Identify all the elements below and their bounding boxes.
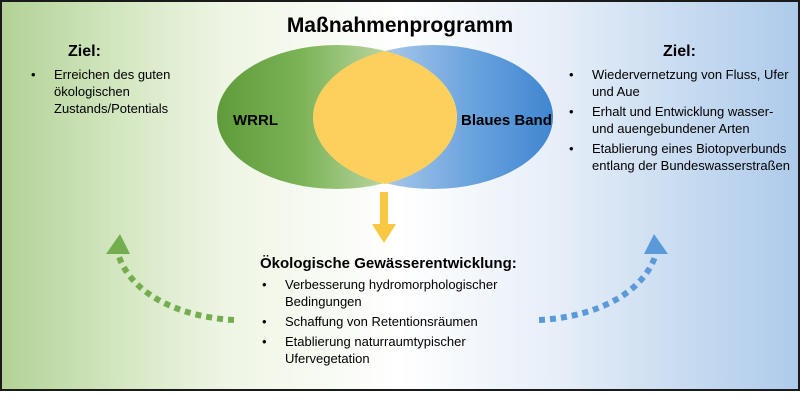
list-item: • Etablierung eines Biotopverbunds entla… <box>567 140 795 174</box>
list-item-text: Erhalt und Entwicklung wasser- und aueng… <box>592 104 774 136</box>
wrrl-label: WRRL <box>233 112 278 129</box>
list-item: • Schaffung von Retentionsräumen <box>260 313 550 330</box>
development-heading: Ökologische Gewässerentwicklung: <box>260 255 517 272</box>
bullet-icon: • <box>262 334 267 349</box>
venn-diagram <box>106 45 668 323</box>
bullet-icon: • <box>569 141 574 156</box>
right-goal-list: • Wiedervernetzung von Fluss, Ufer und A… <box>567 66 795 177</box>
diagram-frame: Maßnahmenprogramm WRRL Blaues Band Ziel:… <box>0 0 800 391</box>
list-item-text: Erreichen des guten ökologischen Zustand… <box>54 67 171 116</box>
list-item: • Erhalt und Entwicklung wasser- und aue… <box>567 103 795 137</box>
left-goal-heading: Ziel: <box>68 43 101 60</box>
list-item-text: Schaffung von Retentionsräumen <box>285 314 478 329</box>
list-item: • Wiedervernetzung von Fluss, Ufer und A… <box>567 66 795 100</box>
development-list: • Verbesserung hydromorphologischer Bedi… <box>260 276 550 370</box>
right-goal-heading: Ziel: <box>663 43 696 60</box>
bullet-icon: • <box>569 104 574 119</box>
bullet-icon: • <box>569 67 574 82</box>
list-item: • Etablierung naturraumtypischer Uferveg… <box>260 333 550 367</box>
left-curved-arrow-icon <box>106 234 235 323</box>
down-arrow-icon <box>372 192 396 243</box>
blaues-band-label: Blaues Band <box>461 112 552 129</box>
page-title: Maßnahmenprogramm <box>286 14 514 37</box>
right-curved-arrow-icon <box>538 234 668 323</box>
list-item-text: Etablierung eines Biotopverbunds entlang… <box>592 141 791 173</box>
list-item-text: Wiedervernetzung von Fluss, Ufer und Aue <box>592 67 789 99</box>
left-goal-list: • Erreichen des guten ökologischen Zusta… <box>29 66 229 120</box>
list-item-text: Verbesserung hydromorphologischer Beding… <box>285 277 498 309</box>
bullet-icon: • <box>31 67 36 82</box>
bullet-icon: • <box>262 277 267 292</box>
overlap-lens-fill <box>313 51 457 184</box>
list-item-text: Etablierung naturraumtypischer Uferveget… <box>285 334 466 366</box>
bullet-icon: • <box>262 314 267 329</box>
list-item: • Erreichen des guten ökologischen Zusta… <box>29 66 229 117</box>
list-item: • Verbesserung hydromorphologischer Bedi… <box>260 276 550 310</box>
